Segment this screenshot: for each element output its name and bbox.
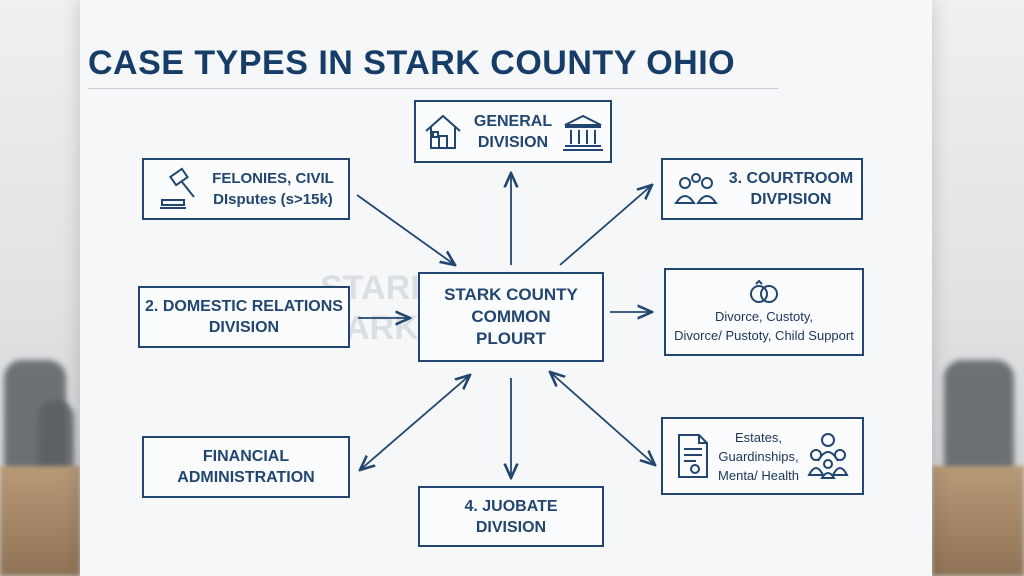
divorce-line: Divorce/ Pustoty, Child Support [674, 328, 854, 343]
people-icon [671, 169, 721, 209]
divorce-custody-box[interactable]: Divorce, Custoty, Divorce/ Pustoty, Chil… [664, 268, 864, 356]
estates-line: Estates, [735, 429, 782, 445]
divorce-line: Divorce, Custoty, [714, 309, 813, 324]
arrow-to-courtroom [559, 185, 652, 266]
background-table [0, 466, 80, 576]
gavel-icon [158, 167, 202, 211]
financial-line: ADMINISTRATION [177, 469, 315, 486]
estates-line: Menta/ Health [718, 467, 799, 483]
courtroom-line: 3. COURTROOM [728, 170, 854, 187]
center-node-line: PLOURT [476, 329, 546, 348]
arrow-center-estates [550, 372, 655, 465]
title-underline [88, 88, 778, 89]
financial-administration-box[interactable]: FINANCIAL ADMINISTRATION [142, 436, 350, 498]
page-title: CASE TYPES IN STARK COUNTY OHIO [88, 44, 736, 82]
courtroom-line: DIVPISION [750, 191, 832, 208]
estates-line: Guardinships, [718, 448, 799, 464]
center-node-stark-county-common-pleas[interactable]: STARK COUNTY COMMON PLOURT [418, 272, 604, 362]
felonies-line: DIsputes (s>15k) [213, 191, 333, 208]
domestic-line: DIVISION [208, 319, 280, 336]
domestic-line: 2. DOMESTIC RELATIONS [145, 298, 343, 315]
courthouse-icon [562, 112, 604, 152]
estates-guardianships-box[interactable]: Estates, Guardinships, Menta/ Health [661, 417, 864, 495]
probate-line: DIVISION [475, 518, 547, 536]
felonies-civil-box[interactable]: FELONIES, CIVIL DIsputes (s>15k) [142, 158, 350, 220]
house-icon [422, 111, 464, 153]
general-division-line: GENERAL [473, 112, 553, 130]
center-node-line: COMMON [471, 307, 551, 326]
probate-division-box[interactable]: 4. JUOBATE DIVISION [418, 486, 604, 547]
arrow-from-felonies [356, 194, 455, 265]
arrow-center-financial [360, 375, 470, 470]
family-icon [807, 431, 849, 481]
felonies-line: FELONIES, CIVIL [212, 170, 334, 187]
general-division-line: DIVISION [477, 133, 549, 151]
background-table [932, 466, 1024, 576]
probate-line: 4. JUOBATE [464, 497, 558, 515]
rings-icon [746, 279, 782, 305]
center-node-line: STARK COUNTY [444, 285, 578, 304]
document-icon [676, 432, 710, 480]
domestic-relations-box[interactable]: 2. DOMESTIC RELATIONS DIVISION [138, 286, 350, 348]
financial-line: FINANCIAL [202, 448, 290, 465]
courtroom-division-box[interactable]: 3. COURTROOM DIVPISION [661, 158, 863, 220]
general-division-box[interactable]: GENERAL DIVISION [414, 100, 612, 163]
